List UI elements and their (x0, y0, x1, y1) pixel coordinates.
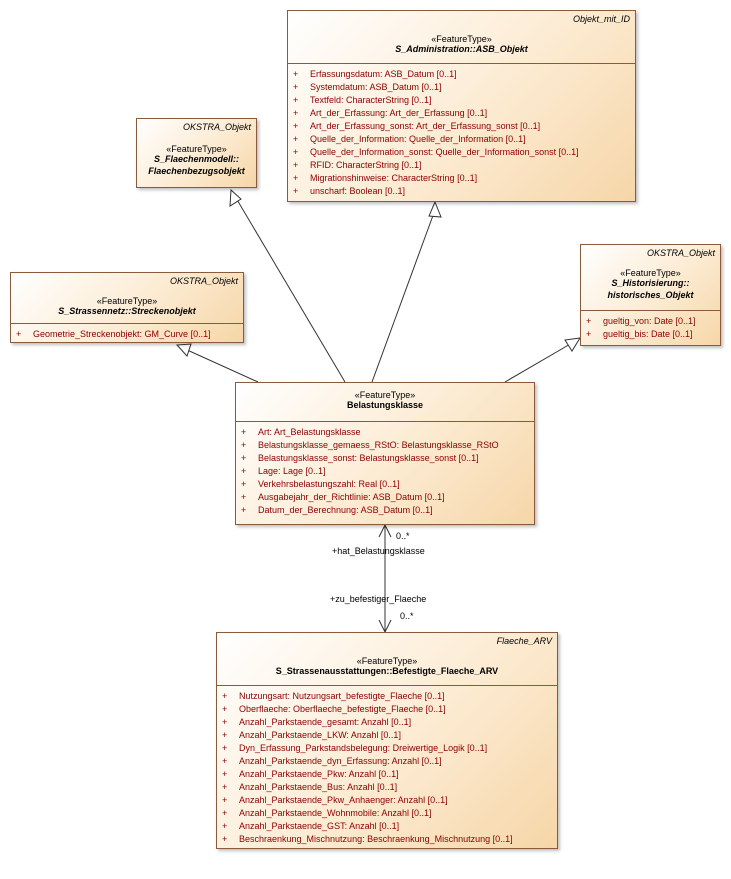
association-multiplicity-bottom: 0..* (400, 611, 414, 621)
attribute-list: +gueltig_von: Date [0..1] +gueltig_bis: … (581, 310, 720, 344)
attribute-row: +unscharf: Boolean [0..1] (293, 186, 406, 196)
generalization-strecke-arrow (175, 343, 192, 357)
generalization-asb (371, 209, 436, 383)
attribute-list: +Geometrie_Streckenobjekt: GM_Curve [0..… (11, 323, 243, 344)
attribute-row: +Anzahl_Parkstaende_gesamt: Anzahl [0..1… (222, 717, 412, 727)
stereotype: «FeatureType» (356, 656, 418, 666)
attribute-row: +Art_der_Erfassung: Art_der_Erfassung [0… (293, 108, 488, 118)
generalization-hist-arrow (564, 337, 581, 352)
class-name-line2: Flaechenbezugsobjekt (148, 166, 245, 176)
attribute-row: +Anzahl_Parkstaende_GST: Anzahl [0..1] (222, 821, 400, 831)
class-streckenobjekt[interactable]: OKSTRA_Objekt «FeatureType» S_Strassenne… (10, 272, 244, 343)
association-role-top: +hat_Belastungsklasse (332, 546, 425, 556)
stereotype: «FeatureType» (96, 296, 158, 306)
attribute-row: +Oberflaeche: Oberflaeche_befestigte_Fla… (222, 704, 446, 714)
class-tag: OKSTRA_Objekt (646, 248, 715, 258)
class-historisches-objekt[interactable]: OKSTRA_Objekt «FeatureType» S_Historisie… (580, 244, 721, 346)
attribute-row: +Art: Art_Belastungsklasse (241, 427, 361, 437)
attribute-list: +Nutzungsart: Nutzungsart_befestigte_Fla… (217, 685, 557, 849)
stereotype: «FeatureType» (620, 268, 681, 278)
stereotype: «FeatureType» (166, 144, 227, 154)
class-name: Belastungsklasse (346, 400, 424, 410)
class-name-line1: S_Historisierung:: (611, 278, 690, 288)
class-tag: Flaeche_ARV (496, 636, 552, 646)
attribute-row: +RFID: CharacterString [0..1] (293, 160, 422, 170)
attribute-row: +Migrationshinweise: CharacterString [0.… (293, 173, 478, 183)
generalization-asb-arrow (428, 200, 442, 218)
stereotype: «FeatureType» (354, 390, 416, 400)
class-flaechenbezugsobjekt[interactable]: OKSTRA_Objekt «FeatureType» S_Flaechenmo… (136, 118, 257, 188)
association-arrow-top (378, 523, 392, 538)
association-multiplicity-top: 0..* (396, 531, 410, 541)
class-name-line1: S_Flaechenmodell:: (153, 154, 240, 164)
attribute-row: +Art_der_Erfassung_sonst: Art_der_Erfass… (293, 121, 541, 131)
class-name: S_Strassenausstattungen::Befestigte_Flae… (275, 666, 499, 676)
attribute-row: +Verkehrsbelastungszahl: Real [0..1] (241, 479, 400, 489)
class-tag: Objekt_mit_ID (572, 14, 630, 24)
attribute-row: +Anzahl_Parkstaende_Bus: Anzahl [0..1] (222, 782, 398, 792)
attribute-row: +Textfeld: CharacterString [0..1] (293, 95, 432, 105)
attribute-row: +gueltig_von: Date [0..1] (586, 316, 696, 326)
generalization-hist (504, 342, 573, 383)
class-tag: OKSTRA_Objekt (169, 276, 238, 286)
attribute-row: +Belastungsklasse_sonst: Belastungsklass… (241, 453, 479, 463)
attribute-row: +Nutzungsart: Nutzungsart_befestigte_Fla… (222, 691, 445, 701)
attribute-row: +Erfassungsdatum: ASB_Datum [0..1] (293, 69, 457, 79)
stereotype: «FeatureType» (431, 34, 492, 44)
class-name: S_Strassennetz::Streckenobjekt (58, 306, 196, 316)
attribute-row: +Belastungsklasse_gemaess_RStO: Belastun… (241, 440, 499, 450)
generalization-strecke (184, 348, 259, 383)
attribute-row: +Anzahl_Parkstaende_Pkw_Anhaenger: Anzah… (222, 795, 448, 805)
class-belastungsklasse[interactable]: «FeatureType» Belastungsklasse +Art: Art… (235, 382, 535, 525)
attribute-row: +Datum_der_Berechnung: ASB_Datum [0..1] (241, 505, 433, 515)
attribute-row: +Beschraenkung_Mischnutzung: Beschraenku… (222, 834, 513, 844)
attribute-row: +Anzahl_Parkstaende_LKW: Anzahl [0..1] (222, 730, 401, 740)
class-name-line2: historisches_Objekt (607, 290, 694, 300)
class-befestigte-flaeche-arv[interactable]: Flaeche_ARV «FeatureType» S_Strassenauss… (216, 632, 558, 849)
attribute-row: +Ausgabejahr_der_Richtlinie: ASB_Datum [… (241, 492, 445, 502)
attribute-row: +Quelle_der_Information_sonst: Quelle_de… (293, 147, 579, 157)
attribute-list: +Art: Art_Belastungsklasse +Belastungskl… (236, 421, 534, 520)
association-role-bottom: +zu_befestiger_Flaeche (330, 594, 427, 604)
attribute-list: +Erfassungsdatum: ASB_Datum [0..1] +Syst… (288, 63, 635, 201)
attribute-row: +Anzahl_Parkstaende_dyn_Erfassung: Anzah… (222, 756, 442, 766)
attribute-row: +Anzahl_Parkstaende_Pkw: Anzahl [0..1] (222, 769, 399, 779)
class-name: S_Administration::ASB_Objekt (395, 44, 528, 54)
attribute-row: +Dyn_Erfassung_Parkstandsbelegung: Dreiw… (222, 743, 488, 753)
attribute-row: +gueltig_bis: Date [0..1] (586, 329, 693, 339)
class-asb-objekt[interactable]: Objekt_mit_ID «FeatureType» S_Administra… (287, 10, 636, 202)
class-tag: OKSTRA_Objekt (182, 122, 251, 132)
attribute-row: +Systemdatum: ASB_Datum [0..1] (293, 82, 442, 92)
attribute-row: +Lage: Lage [0..1] (241, 466, 326, 476)
attribute-row: +Anzahl_Parkstaende_Wohnmobile: Anzahl [… (222, 808, 432, 818)
generalization-flaechen (235, 197, 346, 383)
attribute-row: +Geometrie_Streckenobjekt: GM_Curve [0..… (16, 329, 211, 339)
attribute-row: +Quelle_der_Information: Quelle_der_Info… (293, 134, 526, 144)
generalization-flaechen-arrow (229, 188, 242, 207)
